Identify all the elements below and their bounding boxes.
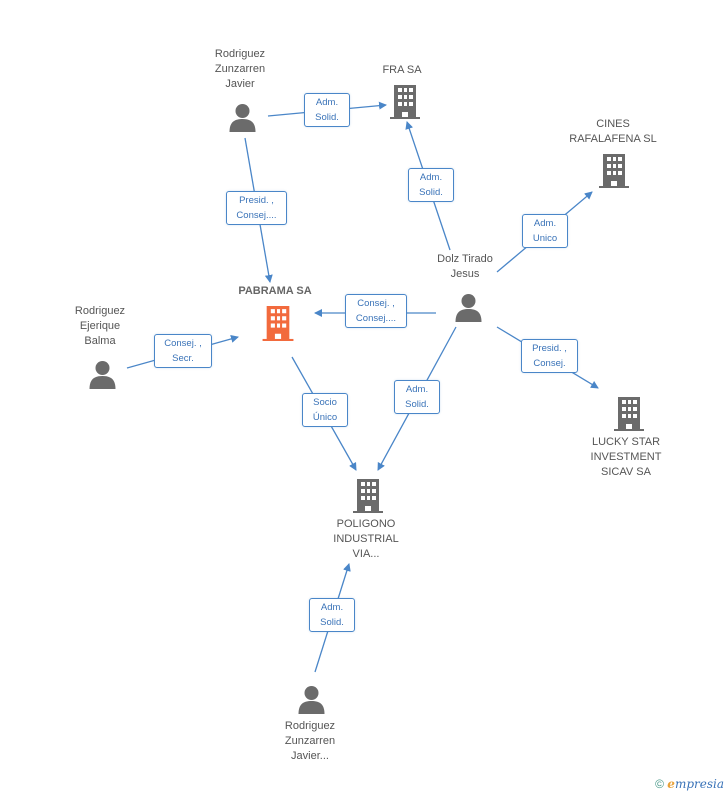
- edge-label-line: Presid. ,: [239, 195, 274, 206]
- edge-label-line: Adm.: [533, 218, 557, 229]
- label-line: PABRAMA SA: [238, 285, 312, 297]
- edges: [126, 101, 599, 673]
- edge-label-line: Adm.: [315, 97, 339, 108]
- edge-label-line: Unico: [532, 233, 558, 244]
- label-line: Javier: [225, 78, 255, 90]
- label-line: VIA...: [352, 548, 380, 560]
- label-line: Balma: [84, 335, 116, 347]
- node-label-rodriguez-ejerique-balma[interactable]: Rodriguez Ejerique Balma: [55, 304, 145, 349]
- person-icon[interactable]: [89, 361, 116, 389]
- label-line: Rodriguez: [284, 720, 336, 732]
- edge-label-pabrama-poligono[interactable]: Socio Único: [302, 393, 348, 427]
- building-icon[interactable]: [599, 154, 629, 188]
- label-line: Zunzarren: [214, 63, 266, 75]
- edge-label-line: Adm.: [405, 384, 429, 395]
- label-line: Jesus: [450, 268, 480, 280]
- person-icon[interactable]: [298, 686, 325, 714]
- label-line: Dolz Tirado: [437, 253, 493, 265]
- label-line: POLIGONO: [336, 518, 396, 530]
- edge-label-line: Consej. ,: [357, 298, 395, 309]
- label-line: CINES: [596, 118, 630, 130]
- person-icon[interactable]: [229, 104, 256, 132]
- edge-label-rzj-pabrama[interactable]: Presid. , Consej....: [226, 191, 287, 225]
- edge-label-dolz-lucky[interactable]: Presid. , Consej.: [521, 339, 578, 373]
- edge-label-line: Solid.: [320, 617, 344, 628]
- building-icon[interactable]: [614, 397, 644, 431]
- edge-label-dolz-poligono[interactable]: Adm. Solid.: [394, 380, 440, 414]
- node-label-dolz-tirado-jesus[interactable]: Dolz Tirado Jesus: [420, 252, 510, 282]
- label-line: Rodriguez: [74, 305, 126, 317]
- edge-label-line: Presid. ,: [532, 343, 567, 354]
- edge-label-rzjb-poligono[interactable]: Adm. Solid.: [309, 598, 355, 632]
- brand-logo-letter: e: [667, 777, 675, 791]
- edge-label-line: Socio: [313, 397, 337, 408]
- edge-label-line: Solid.: [419, 187, 443, 198]
- edge-label-dolz-fra[interactable]: Adm. Solid.: [408, 168, 454, 202]
- edge-label-line: Consej....: [355, 313, 397, 324]
- edge-label-line: Secr.: [172, 353, 194, 364]
- label-line: SICAV SA: [601, 466, 651, 478]
- label-line: INVESTMENT: [590, 451, 662, 463]
- edge-label-line: Solid.: [405, 399, 429, 410]
- edge-label-line: Adm.: [320, 602, 344, 613]
- node-label-lucky-star[interactable]: LUCKY STAR INVESTMENT SICAV SA: [576, 435, 676, 480]
- label-line: LUCKY STAR: [591, 436, 661, 448]
- label-line: FRA SA: [382, 64, 422, 76]
- edge-label-dolz-pabrama[interactable]: Consej. , Consej....: [345, 294, 407, 328]
- copyright-symbol: ©: [655, 777, 664, 791]
- label-line: INDUSTRIAL: [333, 533, 399, 545]
- node-label-fra-sa[interactable]: FRA SA: [362, 63, 442, 78]
- edge-label-reb-pabrama[interactable]: Consej. , Secr.: [154, 334, 212, 368]
- node-label-rodriguez-zunzarren-javier[interactable]: Rodriguez Zunzarren Javier: [190, 47, 290, 92]
- edge-label-line: Consej....: [236, 210, 277, 221]
- edge-label-rzj-fra[interactable]: Adm. Solid.: [304, 93, 350, 127]
- edge-label-line: Único: [312, 412, 338, 423]
- node-label-rodriguez-zunzarren-javier-2[interactable]: Rodriguez Zunzarren Javier...: [262, 719, 358, 764]
- icons: [89, 85, 644, 714]
- edge-label-line: Consej. ,: [164, 338, 202, 349]
- edge-label-dolz-cines[interactable]: Adm. Unico: [522, 214, 568, 248]
- label-line: Javier...: [291, 750, 329, 762]
- label-line: RAFALAFENA SL: [569, 133, 657, 145]
- label-line: Zunzarren: [284, 735, 336, 747]
- building-icon[interactable]: [353, 479, 383, 513]
- building-icon[interactable]: [390, 85, 420, 119]
- edge-label-line: Solid.: [315, 112, 339, 123]
- node-label-poligono-industrial[interactable]: POLIGONO INDUSTRIAL VIA...: [320, 517, 412, 562]
- label-line: Ejerique: [79, 320, 121, 332]
- label-line: Rodriguez: [214, 48, 266, 60]
- person-icon[interactable]: [455, 294, 482, 322]
- brand-logo-text: mpresia: [674, 777, 724, 791]
- edge-label-line: Adm.: [419, 172, 443, 183]
- footer-brand[interactable]: © empresia: [655, 777, 724, 791]
- node-label-cines-rafalafena[interactable]: CINES RAFALAFENA SL: [558, 117, 668, 147]
- building-icon[interactable]: [262, 306, 294, 341]
- node-label-pabrama-sa[interactable]: PABRAMA SA: [220, 284, 330, 299]
- edge-label-line: Consej.: [533, 358, 566, 369]
